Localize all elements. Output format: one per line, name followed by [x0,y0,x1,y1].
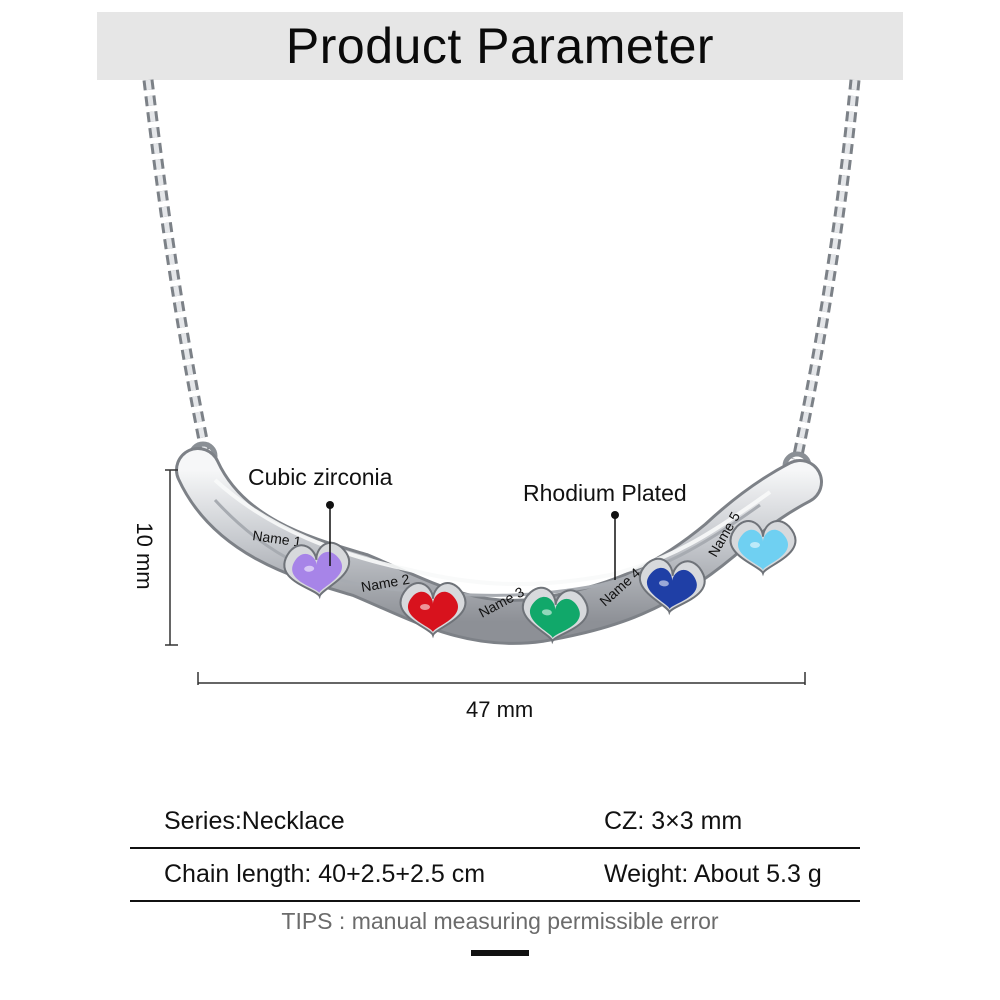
spec-chain-length: Chain length: 40+2.5+2.5 cm [164,860,486,888]
lavender-heart-stone [283,541,351,600]
spec-row-2: Chain length: 40+2.5+2.5 cm Weight: Abou… [130,848,860,902]
width-dimension-label: 47 mm [466,697,534,722]
blue-heart-stone [638,557,706,616]
aqua-heart-stone [729,520,797,577]
tips-underline-bar [471,950,529,956]
height-dimension-line [165,469,178,646]
height-dimension-label: 10 mm [132,522,157,590]
rhodium-plated-callout-line [611,511,619,580]
right-chain [791,79,861,462]
ribbon-name-1: Name 1 [252,527,303,550]
green-heart-stone [521,586,589,645]
cubic-zirconia-callout-line [326,501,334,566]
rhodium-plated-label: Rhodium Plated [523,480,687,506]
title-banner: Product Parameter [97,12,903,80]
left-chain [142,79,211,452]
page-title: Product Parameter [285,18,715,74]
width-dimension-line [197,672,806,685]
tips-text: TIPS : manual measuring permissible erro… [281,908,719,934]
red-heart-stone [399,582,467,639]
spec-weight: Weight: About 5.3 g [604,860,822,888]
necklace-illustration: Name 1 Name 2 Name 3 Name 4 Name 5 [142,79,861,685]
cubic-zirconia-label: Cubic zirconia [248,464,393,490]
spec-row-1: Series:Necklace CZ: 3×3 mm [130,795,860,849]
spec-series: Series:Necklace [164,807,345,835]
heart-stones [283,520,797,645]
spec-cz-size: CZ: 3×3 mm [604,807,743,835]
